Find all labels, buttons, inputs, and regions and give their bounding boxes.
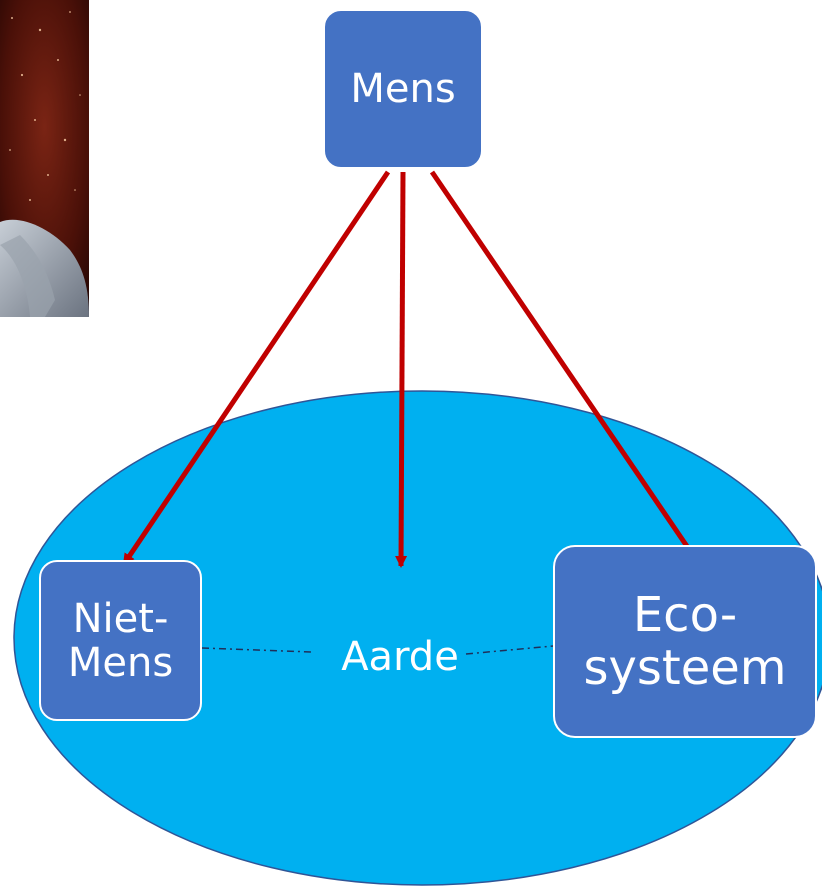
dashdot-connector-left [201,647,313,653]
arrow-mens-to-aarde [395,171,408,568]
node-niet-mens: Niet- Mens [39,560,202,721]
node-mens-label: Mens [350,66,456,112]
arrow-mens-to-niet-mens [121,170,391,566]
node-ecosysteem-line2: systeem [583,639,787,696]
node-ecosysteem: Eco- systeem [553,545,817,738]
node-ecosysteem-line1: Eco- [632,586,738,643]
portrait-photo [0,0,89,317]
earth-ellipse [13,390,822,886]
dashdot-connector-right [465,645,554,655]
node-mens: Mens [323,9,483,169]
arrow-mens-to-ecosysteem [429,170,700,563]
node-niet-mens-line2: Mens [67,639,174,686]
node-niet-mens-line1: Niet- [72,595,169,642]
aarde-label: Aarde [341,634,459,680]
